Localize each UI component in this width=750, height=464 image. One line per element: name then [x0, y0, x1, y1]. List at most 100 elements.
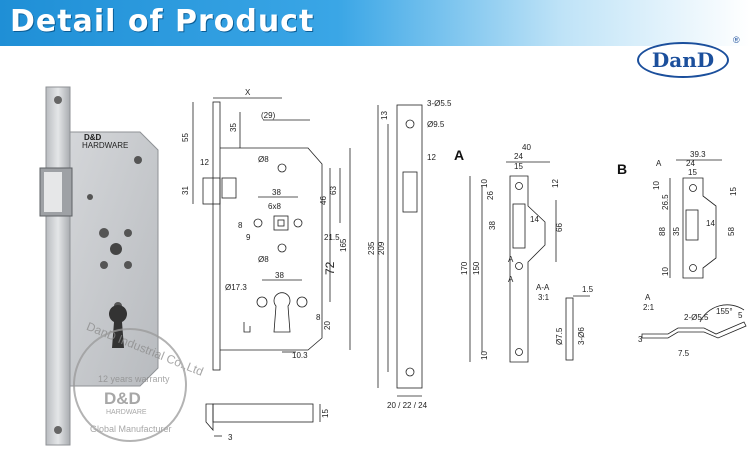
label-13: 13: [380, 111, 389, 120]
label-15: 15: [321, 409, 330, 418]
label-a-1-5: 1.5: [582, 285, 594, 294]
label-21-5: 21.5: [324, 233, 340, 242]
label-6x8: 6x8: [268, 202, 281, 211]
faceplate-screw-bottom: [54, 426, 62, 434]
front-spindle-square: [277, 219, 285, 227]
front-latch-housing: [221, 177, 237, 199]
watermark-tagline: Global Manufacturer: [90, 424, 172, 434]
label-a-12: 12: [551, 179, 560, 188]
strike-b-labels: B 39.3 24 15 A 10 26.5 14 88 35 58 15 10…: [617, 150, 743, 358]
label-a-10: 10: [480, 179, 489, 188]
section-mark-a1: A: [508, 255, 514, 264]
case-hole: [124, 229, 132, 237]
strike-b-outline: [682, 177, 717, 279]
label-d9-5: Ø9.5: [427, 120, 445, 129]
front-cylinder-cutout: [273, 292, 291, 333]
front-hole: [296, 296, 308, 308]
label-b-2-d5-5: 2-Ø5.5: [684, 313, 709, 322]
label-b-15: 15: [688, 168, 697, 177]
strike-a-hole: [515, 182, 523, 190]
section-mark-b: A: [656, 159, 662, 168]
label-8c: 8: [316, 313, 321, 322]
page-title: Detail of Product: [10, 4, 315, 39]
label-b-5: 5: [738, 311, 743, 320]
faceplate-latch-slot: [402, 171, 418, 213]
label-fp-12: 12: [427, 153, 436, 162]
label-29: (29): [261, 111, 276, 120]
angle-arc: [699, 304, 745, 323]
faceplate-hole-top: [405, 119, 415, 129]
label-b-7-5: 7.5: [678, 349, 690, 358]
lock-photo: D&D HARDWARE: [39, 86, 159, 446]
strike-a-labels: A 40 24 15 10 26 12 14 38 66 170 150 10 …: [454, 143, 594, 360]
label-b-14: 14: [706, 219, 715, 228]
label-x: X: [245, 88, 251, 97]
case-hole: [134, 156, 142, 164]
label-d17-3: Ø17.3: [225, 283, 247, 292]
label-9: 9: [246, 233, 251, 242]
label-165: 165: [339, 238, 348, 252]
front-hole: [277, 243, 287, 253]
case-hole: [100, 261, 108, 269]
label-b-35: 35: [672, 227, 681, 236]
brand-logo: DanD: [637, 42, 729, 78]
header-banner: Detail of Product: [0, 0, 750, 46]
label-38a: 38: [272, 188, 281, 197]
label-a-3-d6: 3-Ø6: [577, 327, 586, 345]
faceplate-drawing: [377, 104, 423, 397]
strike-plate-b: [641, 159, 747, 339]
label-72: 72: [323, 261, 337, 275]
case-hole: [87, 194, 93, 200]
front-hole: [253, 218, 263, 228]
case-hole: [124, 261, 132, 269]
label-b-26-5: 26.5: [661, 194, 670, 210]
front-view-labels: X (29) 35 55 12 31 Ø8 38 6x8 8 9 Ø8 63 4…: [181, 88, 348, 442]
section-label-aa: A-A: [536, 283, 550, 292]
section-scale-b: 2:1: [643, 303, 655, 312]
strike-a-slot: [512, 203, 526, 249]
label-widths: 20 / 22 / 24: [387, 401, 428, 410]
photo-brand-text: D&D: [84, 133, 102, 142]
latch-bolt-face: [44, 172, 62, 212]
section-aa: [565, 297, 574, 361]
label-b-24: 24: [686, 159, 695, 168]
label-a-40: 40: [522, 143, 531, 152]
label-10-3: 10.3: [292, 351, 308, 360]
strike-a-hole: [515, 348, 523, 356]
label-a-66: 66: [555, 223, 564, 232]
bolt-detail: [212, 403, 314, 423]
label-8: 8: [238, 221, 243, 230]
section-scale-a: 3:1: [538, 293, 550, 302]
strike-a-hole: [515, 262, 523, 270]
front-faceplate: [212, 101, 221, 371]
faceplate-hole-bottom: [405, 367, 415, 377]
strike-b-label: B: [617, 161, 627, 177]
label-a-10b: 10: [480, 351, 489, 360]
lock-faceplate-photo: [45, 86, 71, 446]
label-20: 20: [323, 321, 332, 330]
label-a-150: 150: [472, 261, 481, 275]
watermark-sub: HARDWARE: [106, 409, 147, 416]
section-label-b: A: [645, 293, 651, 302]
label-a-14: 14: [530, 215, 539, 224]
watermark-logo: D&D: [104, 389, 141, 408]
label-55: 55: [181, 133, 190, 142]
label-d8a: Ø8: [258, 155, 269, 164]
label-12: 12: [200, 158, 209, 167]
front-hole: [256, 296, 268, 308]
label-b-10b: 10: [661, 267, 670, 276]
front-case: [220, 147, 323, 351]
label-a-24: 24: [514, 152, 523, 161]
strike-b-slot: [685, 209, 699, 241]
label-a-d7-5: Ø7.5: [555, 327, 564, 345]
label-3-d5-5: 3-Ø5.5: [427, 99, 452, 108]
front-hook: [243, 322, 251, 333]
section-mark-a2: A: [508, 275, 514, 284]
label-31: 31: [181, 186, 190, 195]
label-a-26: 26: [486, 191, 495, 200]
strike-b-hole: [689, 264, 697, 272]
label-b-58: 58: [727, 227, 736, 236]
case-hole: [99, 228, 109, 238]
front-hole: [293, 218, 303, 228]
